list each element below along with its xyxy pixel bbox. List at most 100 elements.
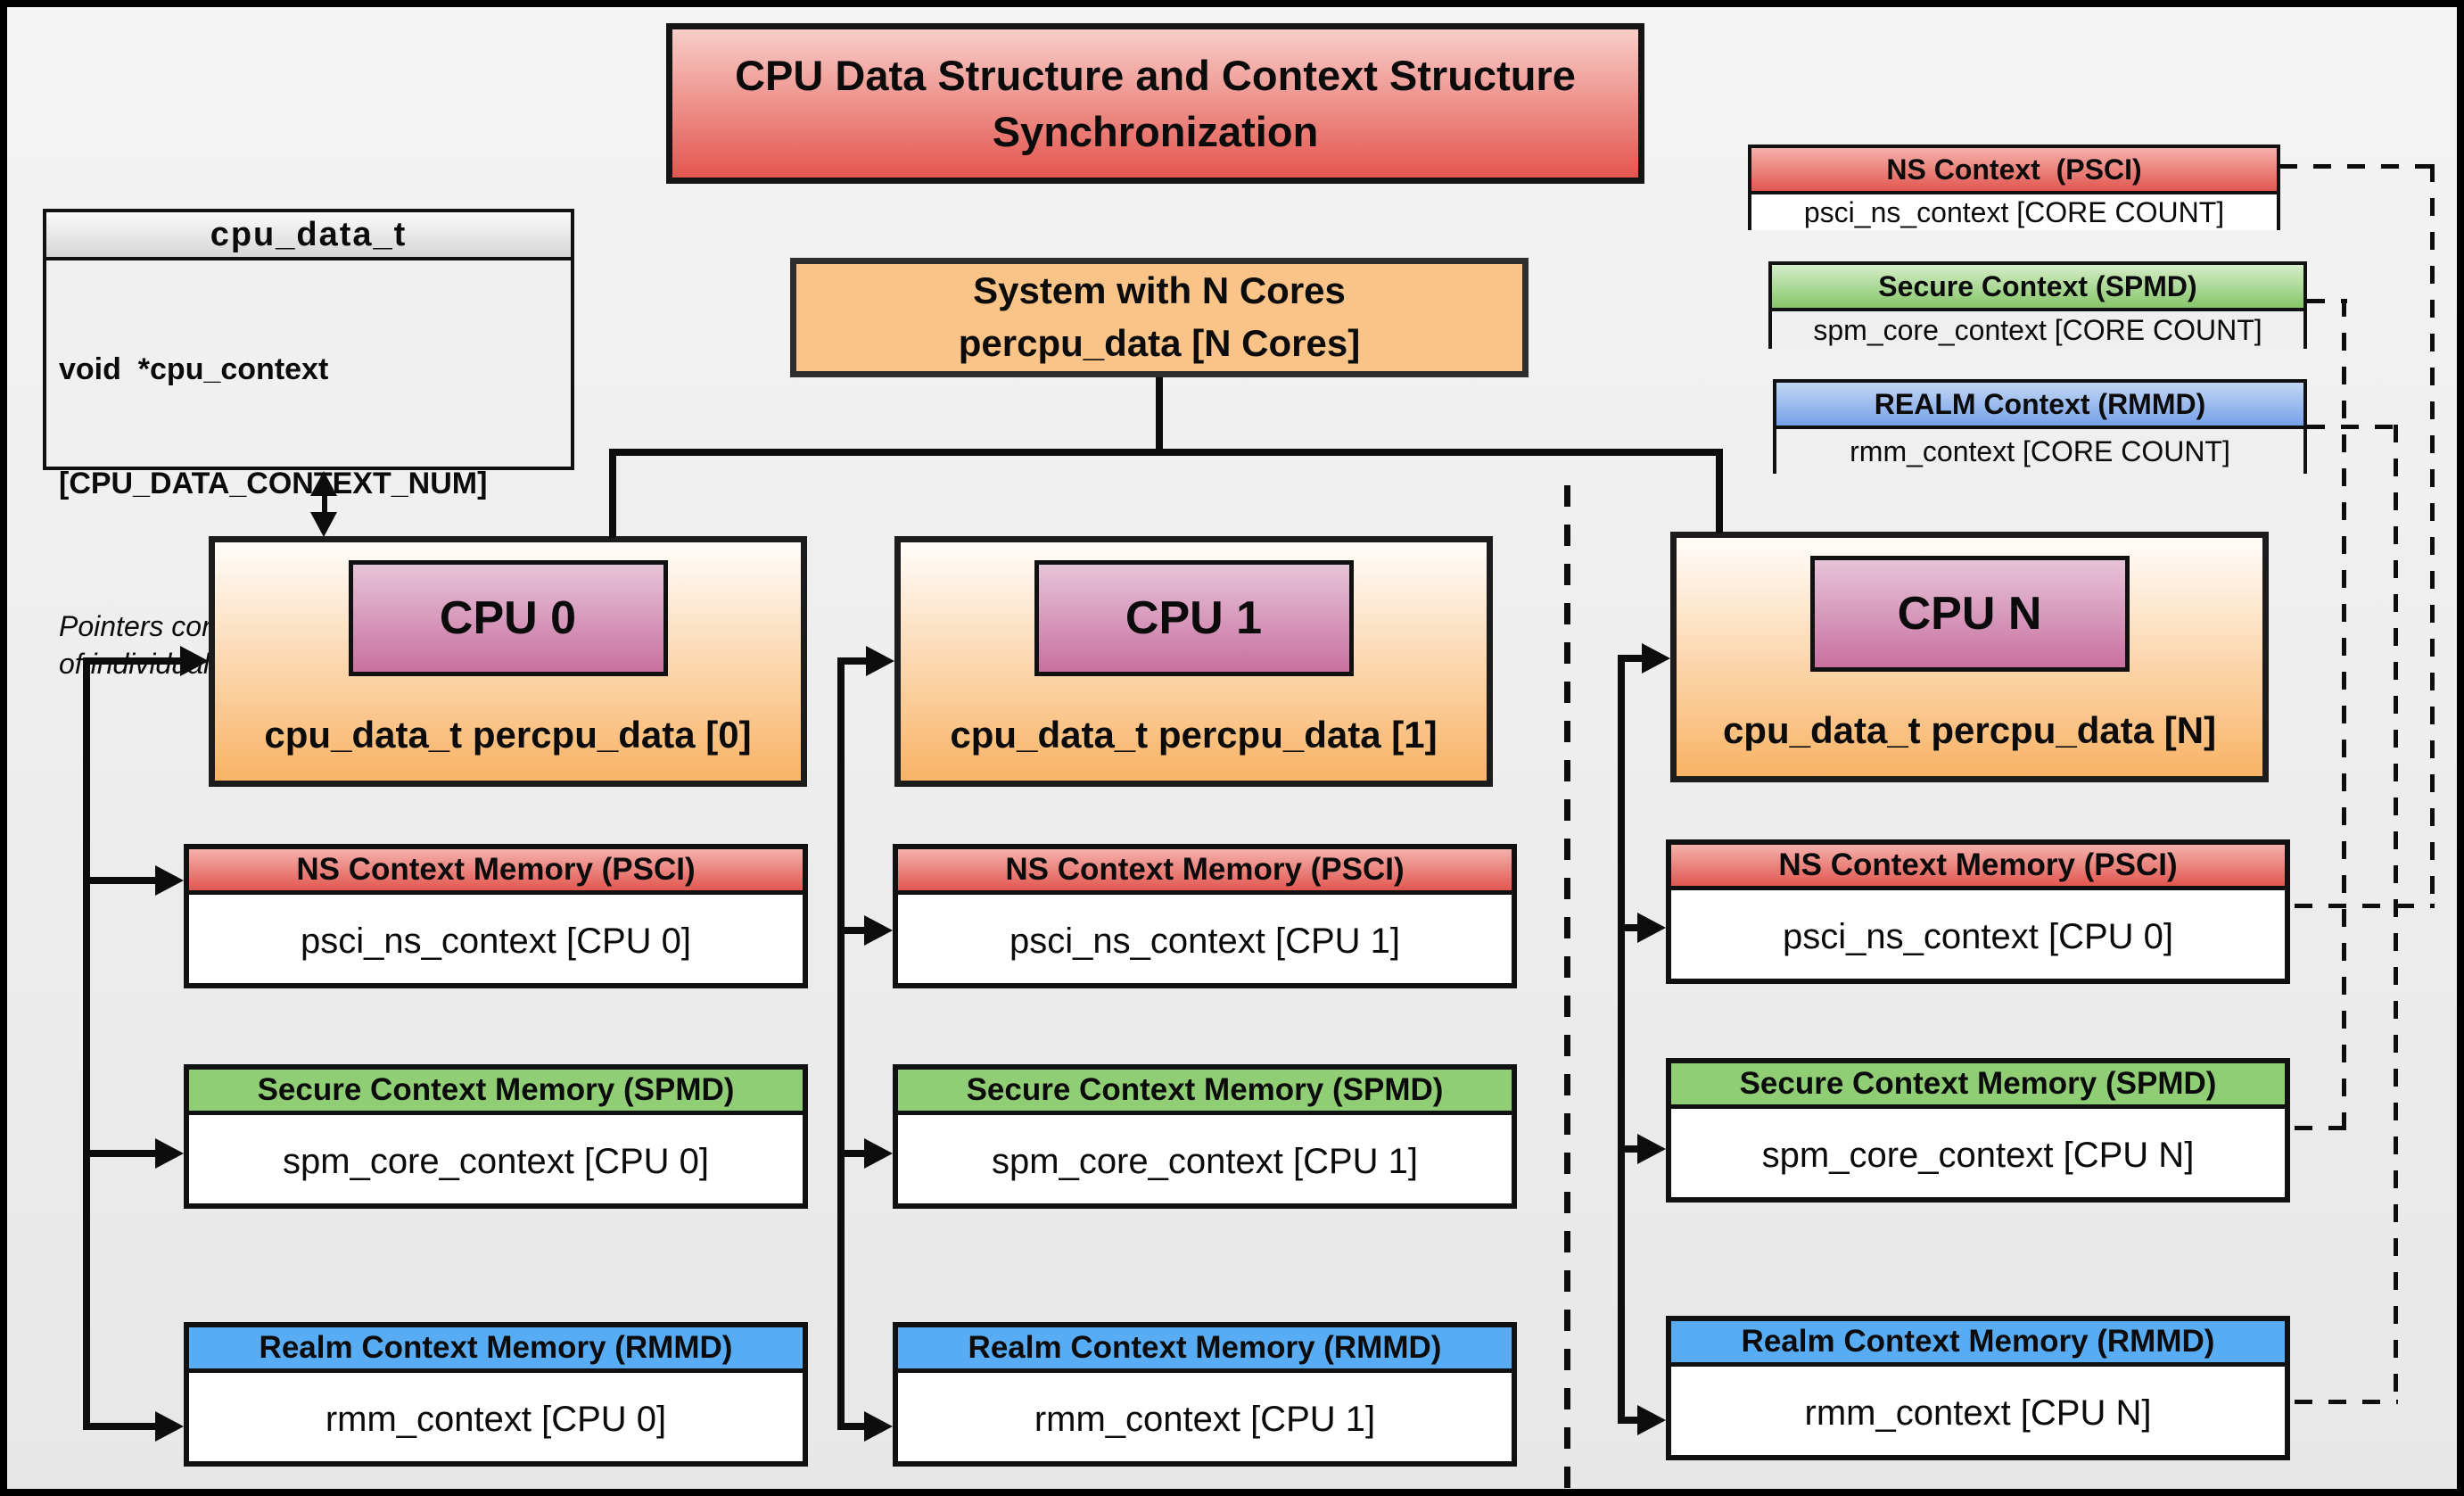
cpuN-ns-context-value: psci_ns_context [CPU 0] bbox=[1783, 917, 2173, 956]
legend-secure-context: Secure Context (SPMD) spm_core_context [… bbox=[1768, 261, 2307, 349]
cpuN-secure-context-header: Secure Context Memory (SPMD) bbox=[1671, 1063, 2285, 1109]
cpu1-secure-arrow-stub bbox=[837, 1150, 866, 1157]
cpuN-box: CPU N cpu_data_t percpu_data [N] bbox=[1670, 532, 2269, 782]
cpu0-secure-context-header: Secure Context Memory (SPMD) bbox=[189, 1070, 803, 1115]
cpu0-label: CPU 0 bbox=[348, 560, 668, 676]
cpu-context-field: void *cpu_context [CPU_DATA_CONTEXT_NUM] bbox=[59, 275, 558, 578]
legend-realm-context: REALM Context (RMMD) rmm_context [CORE C… bbox=[1773, 379, 2307, 474]
system-box-line1: System with N Cores bbox=[973, 269, 1346, 312]
distribution-h-line bbox=[609, 449, 1723, 456]
cpu0-percpu-data: cpu_data_t percpu_data [0] bbox=[264, 714, 752, 756]
cpuN-arrow-icon bbox=[1642, 643, 1670, 674]
cpu1-percpu-data: cpu_data_t percpu_data [1] bbox=[950, 714, 1438, 756]
cpu1-realm-arrow-stub bbox=[837, 1423, 866, 1430]
cpu0-ns-context-value: psci_ns_context [CPU 0] bbox=[301, 922, 691, 961]
cpu0-secure-arrow-stub bbox=[83, 1150, 159, 1157]
cpu-data-t-arrow-up-icon bbox=[310, 471, 337, 496]
diagram-title-line2: Synchronization bbox=[992, 108, 1319, 155]
cpuN-secure-context-value: spm_core_context [CPU N] bbox=[1761, 1136, 2195, 1175]
cpu0-connector-vline bbox=[83, 657, 90, 1430]
legend-ns-header: NS Context (PSCI) bbox=[1751, 148, 2277, 194]
cpuN-realm-arrow-stub bbox=[1618, 1417, 1643, 1424]
ns-legend-dash-v bbox=[2430, 164, 2435, 906]
legend-realm-body: rmm_context [CORE COUNT] bbox=[1776, 429, 2303, 474]
cpu0-ns-context-box: NS Context Memory (PSCI) psci_ns_context… bbox=[184, 844, 808, 988]
cpu1-ns-arrow-icon bbox=[864, 915, 893, 946]
cpu0-ns-arrow-stub bbox=[83, 877, 159, 884]
cpuN-secure-context-box: Secure Context Memory (SPMD) spm_core_co… bbox=[1666, 1058, 2290, 1203]
cpuN-ns-arrow-stub bbox=[1618, 924, 1643, 931]
cpuN-realm-context-box: Realm Context Memory (RMMD) rmm_context … bbox=[1666, 1316, 2290, 1460]
cpu1-box: CPU 1 cpu_data_t percpu_data [1] bbox=[894, 536, 1493, 787]
cpuN-ns-context-header: NS Context Memory (PSCI) bbox=[1671, 845, 2285, 890]
cpu-context-field-line2: [CPU_DATA_CONTEXT_NUM] bbox=[59, 466, 488, 500]
cpu1-realm-context-box: Realm Context Memory (RMMD) rmm_context … bbox=[893, 1322, 1517, 1467]
system-drop-line bbox=[1156, 377, 1163, 456]
cpu1-secure-context-box: Secure Context Memory (SPMD) spm_core_co… bbox=[893, 1064, 1517, 1209]
realm-legend-dash-h1 bbox=[2307, 425, 2399, 429]
system-box: System with N Cores percpu_data [N Cores… bbox=[790, 258, 1529, 377]
cpu0-box: CPU 0 cpu_data_t percpu_data [0] bbox=[209, 536, 807, 787]
drop-to-cpu0-line bbox=[609, 449, 616, 538]
cpu0-arrow-icon bbox=[180, 646, 209, 676]
drop-to-cpuN-line bbox=[1716, 449, 1723, 533]
cpuN-realm-context-header: Realm Context Memory (RMMD) bbox=[1671, 1321, 2285, 1367]
cpuN-ns-arrow-icon bbox=[1637, 913, 1666, 943]
cpuN-secure-arrow-icon bbox=[1637, 1134, 1666, 1164]
cpu1-realm-arrow-icon bbox=[864, 1411, 893, 1442]
cpu-data-t-header: cpu_data_t bbox=[46, 212, 571, 260]
cpu-context-field-line1: void *cpu_context bbox=[59, 352, 329, 386]
cpu0-secure-context-box: Secure Context Memory (SPMD) spm_core_co… bbox=[184, 1064, 808, 1209]
cpu0-realm-context-header: Realm Context Memory (RMMD) bbox=[189, 1327, 803, 1373]
cpuN-percpu-data: cpu_data_t percpu_data [N] bbox=[1722, 709, 2217, 751]
cpu0-ns-context-header: NS Context Memory (PSCI) bbox=[189, 849, 803, 895]
legend-secure-header: Secure Context (SPMD) bbox=[1772, 265, 2303, 311]
cpu1-secure-context-value: spm_core_context [CPU 1] bbox=[992, 1142, 1418, 1181]
cpuN-realm-context-value: rmm_context [CPU N] bbox=[1804, 1393, 2152, 1433]
cpu0-ns-arrow-icon bbox=[155, 865, 184, 896]
cpu1-connector-vline bbox=[837, 657, 845, 1430]
cpu0-realm-arrow-stub bbox=[83, 1423, 159, 1430]
diagram-title: CPU Data Structure and Context Structure… bbox=[666, 23, 1644, 184]
column-separator-dashed bbox=[1564, 485, 1570, 1489]
cpuN-secure-arrow-stub bbox=[1618, 1145, 1643, 1153]
cpu0-realm-arrow-icon bbox=[155, 1411, 184, 1442]
cpu-data-t-dashed-link bbox=[322, 492, 327, 516]
legend-realm-header: REALM Context (RMMD) bbox=[1776, 383, 2303, 429]
cpu1-realm-context-header: Realm Context Memory (RMMD) bbox=[898, 1327, 1512, 1373]
cpu0-realm-context-box: Realm Context Memory (RMMD) rmm_context … bbox=[184, 1322, 808, 1467]
cpu0-secure-arrow-icon bbox=[155, 1138, 184, 1169]
cpu-data-t-arrow-down-icon bbox=[310, 512, 337, 537]
secure-legend-dash-v bbox=[2342, 299, 2346, 1130]
cpu1-realm-context-value: rmm_context [CPU 1] bbox=[1034, 1400, 1376, 1439]
cpuN-ns-context-box: NS Context Memory (PSCI) psci_ns_context… bbox=[1666, 839, 2290, 984]
diagram-title-line1: CPU Data Structure and Context Structure bbox=[735, 51, 1576, 99]
realm-legend-dash-v bbox=[2394, 425, 2398, 1404]
cpu1-ns-arrow-stub bbox=[837, 927, 866, 934]
cpuN-label: CPU N bbox=[1809, 556, 2130, 672]
system-box-line2: percpu_data [N Cores] bbox=[958, 322, 1361, 364]
cpu1-ns-context-box: NS Context Memory (PSCI) psci_ns_context… bbox=[893, 844, 1517, 988]
cpuN-realm-arrow-icon bbox=[1637, 1405, 1666, 1435]
cpu0-arrow-stub bbox=[83, 657, 182, 665]
cpu1-arrow-icon bbox=[866, 646, 894, 676]
legend-secure-body: spm_core_context [CORE COUNT] bbox=[1772, 311, 2303, 349]
ns-legend-dash-h2 bbox=[2295, 904, 2435, 908]
cpuN-arrow-stub bbox=[1618, 655, 1645, 662]
cpu1-arrow-stub bbox=[837, 657, 869, 665]
legend-ns-body: psci_ns_context [CORE COUNT] bbox=[1751, 194, 2277, 230]
secure-legend-dash-h2 bbox=[2295, 1126, 2346, 1130]
ns-legend-dash-h1 bbox=[2279, 164, 2435, 169]
legend-ns-context: NS Context (PSCI) psci_ns_context [CORE … bbox=[1748, 145, 2280, 230]
cpu0-secure-context-value: spm_core_context [CPU 0] bbox=[283, 1142, 709, 1181]
cpu-data-t-box: cpu_data_t void *cpu_context [CPU_DATA_C… bbox=[43, 209, 574, 680]
realm-legend-dash-h2 bbox=[2295, 1400, 2398, 1404]
cpu1-label: CPU 1 bbox=[1034, 560, 1354, 676]
cpuN-connector-vline bbox=[1618, 655, 1625, 1424]
cpu1-secure-arrow-icon bbox=[864, 1138, 893, 1169]
secure-legend-dash-h1 bbox=[2307, 299, 2347, 303]
cpu1-ns-context-value: psci_ns_context [CPU 1] bbox=[1009, 922, 1400, 961]
cpu1-ns-context-header: NS Context Memory (PSCI) bbox=[898, 849, 1512, 895]
cpu1-secure-context-header: Secure Context Memory (SPMD) bbox=[898, 1070, 1512, 1115]
